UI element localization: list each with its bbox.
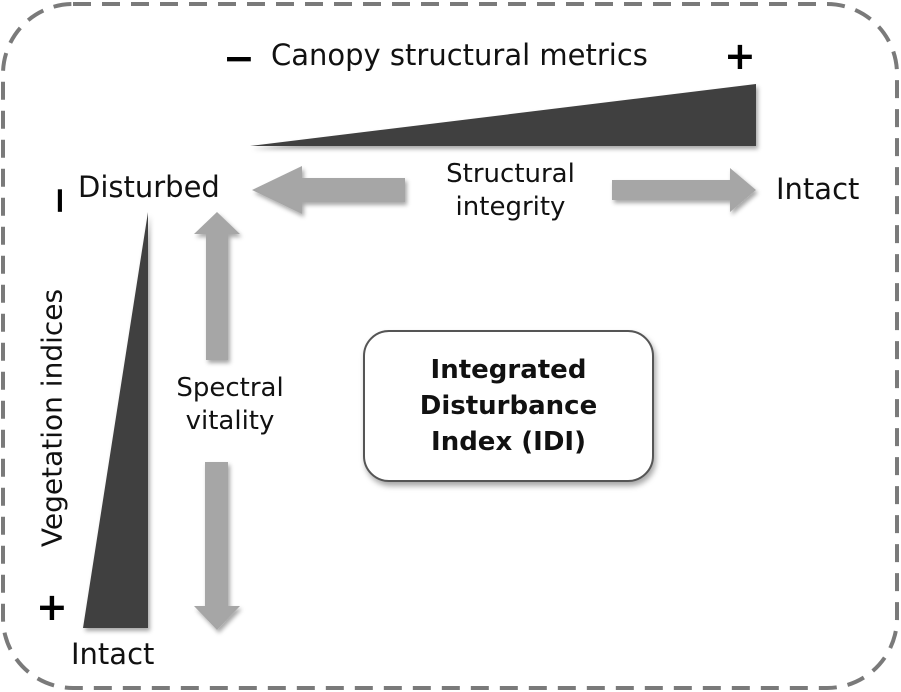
arrow-right-to-intact xyxy=(612,168,756,212)
vegetation-indices-wedge xyxy=(83,212,148,628)
structural-integrity-line2: integrity xyxy=(455,192,566,222)
spectral-vitality-line2: vitality xyxy=(185,406,275,436)
top-axis-label: Canopy structural metrics xyxy=(271,38,648,72)
top-axis-plus-sign: + xyxy=(724,34,756,78)
idi-title: Integrated Disturbance Index (IDI) xyxy=(420,352,597,460)
idi-box: Integrated Disturbance Index (IDI) xyxy=(363,330,654,482)
node-intact-right: Intact xyxy=(776,172,860,206)
structural-integrity-label: Structural integrity xyxy=(418,158,603,224)
left-axis-plus-sign: + xyxy=(36,585,68,629)
arrow-up-to-disturbed xyxy=(194,212,240,360)
canopy-metrics-wedge xyxy=(250,84,756,146)
left-axis-minus-sign: − xyxy=(39,185,81,216)
arrow-down-to-intact xyxy=(194,462,240,630)
idi-line2: Disturbance xyxy=(419,391,598,421)
spectral-vitality-line1: Spectral xyxy=(176,373,284,403)
node-intact-bottom: Intact xyxy=(71,637,155,671)
idi-line3: Index (IDI) xyxy=(431,427,586,457)
arrow-left-to-disturbed xyxy=(252,166,405,214)
structural-integrity-line1: Structural xyxy=(446,159,575,189)
idi-line1: Integrated xyxy=(430,355,587,385)
left-axis-label: Vegetation indices xyxy=(35,288,69,548)
top-axis-minus-sign: − xyxy=(223,36,255,80)
spectral-vitality-label: Spectral vitality xyxy=(150,372,310,438)
node-disturbed: Disturbed xyxy=(78,170,220,204)
